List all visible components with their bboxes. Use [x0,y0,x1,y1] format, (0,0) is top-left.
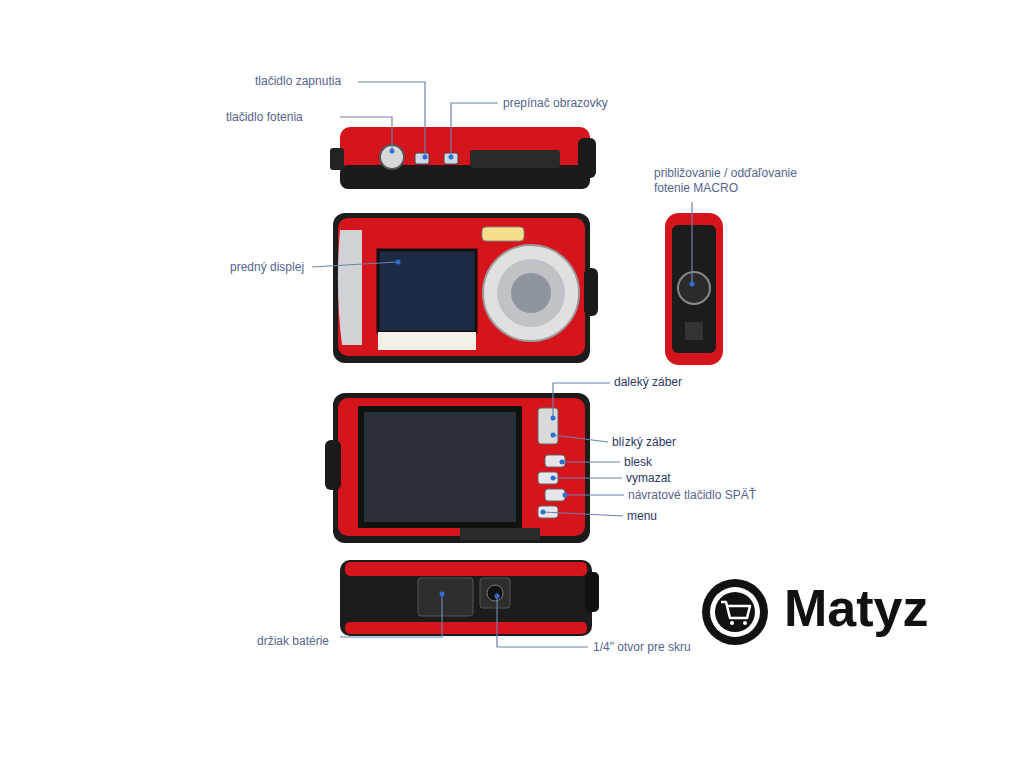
sticker [378,332,476,350]
part-label: vymazat [626,471,671,486]
flash [482,227,524,241]
part-label: tlačidlo zapnutia [255,74,341,89]
leader-dot [551,433,556,438]
cart-wheel [730,621,734,625]
part-label: blízký záber [612,435,676,450]
strap-lug [330,148,344,170]
leader-line [340,117,392,150]
part-label: blesk [624,455,652,470]
shutter-button [380,145,404,169]
screen-switch [444,153,458,164]
camera-side-view [665,213,723,365]
cart-wheel [743,621,747,625]
side-panel [672,225,716,353]
part-label: približovanie / odďaľovanie fotenie MACR… [654,166,819,196]
leader-line [312,262,398,267]
part-label: 1/4" otvor pre skru [593,640,691,655]
side-knob [578,138,596,178]
leader-dots [390,149,695,599]
leader-dot [560,460,565,465]
tripod-plate [480,578,510,608]
camera-base [340,560,592,636]
grip [338,230,362,345]
side-knob [585,572,599,612]
camera-frame [333,393,590,543]
camera-top-view [330,127,596,189]
leader-line [553,435,608,442]
camera-body [345,562,587,576]
delete-button [538,472,558,484]
leader-dot [551,476,556,481]
logo-ring [710,587,760,637]
logo-circle [702,579,768,645]
leader-dot [449,155,454,160]
leader-dot [690,282,695,287]
camera-body [338,218,585,356]
rear-screen [364,412,516,522]
leader-line [553,477,622,478]
leader-line [497,596,588,647]
camera-body [345,622,587,634]
camera-body [338,398,585,536]
part-label: menu [627,509,657,524]
leader-dot [440,592,445,597]
leader-line [451,103,498,155]
leader-line [565,494,624,495]
power-button [415,153,429,164]
battery-door [418,578,473,616]
leader-line [562,461,620,462]
logo-icon [702,579,768,645]
part-label: tlačidlo fotenia [226,110,303,125]
tripod-hole [487,585,503,601]
macro-dial [678,272,710,304]
lens-ring [483,245,579,341]
back-button [545,489,565,501]
part-label: návratové tlačidlo SPÄŤ [628,488,756,503]
leader-line [543,512,623,516]
part-label: držiak batérie [257,634,329,649]
camera-frame [333,213,590,363]
leader-lines [312,82,692,647]
part-label: predný displej [230,260,304,275]
bottom-strip [460,528,540,540]
part-label: prepínač obrazovky [503,96,608,111]
leader-line [553,383,610,418]
rear-screen-frame [358,406,522,528]
camera-base [340,165,590,189]
zoom-rocker [538,408,558,444]
leader-dot [396,260,401,265]
flash-button [545,455,565,467]
leader-dot [390,149,395,154]
logo-text: Matyz [784,580,928,637]
cart-icon [721,602,750,618]
leader-dot [495,594,500,599]
leader-dot [423,155,428,160]
camera-body [665,213,723,365]
port-cover [685,322,703,340]
part-label: daleký záber [614,375,682,390]
leader-line [691,202,692,282]
leader-dot [563,493,568,498]
lens [497,259,565,327]
logo-inner [715,592,755,632]
camera-back-view [325,393,590,543]
top-panel [470,150,560,168]
camera-front-view [333,213,598,363]
leader-line [340,594,442,637]
leader-dot [551,416,556,421]
side-knob [584,268,598,316]
lens-glass [511,273,551,313]
camera-bottom-view [340,560,599,636]
side-knob [325,440,341,490]
leader-dot [541,510,546,515]
